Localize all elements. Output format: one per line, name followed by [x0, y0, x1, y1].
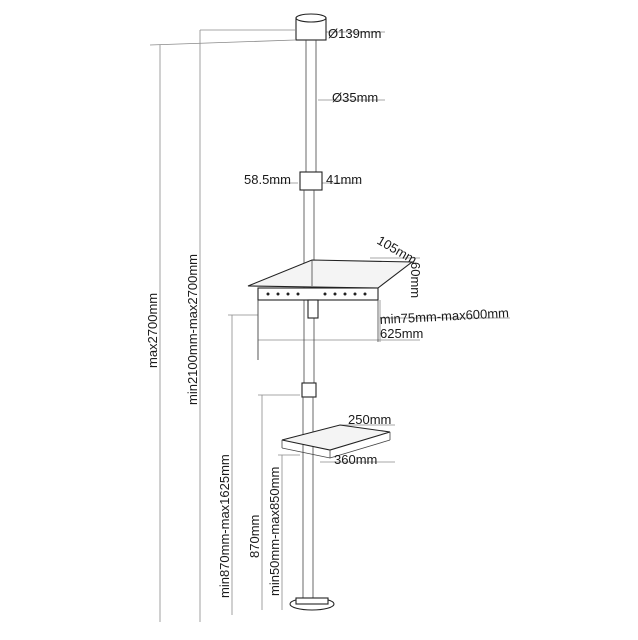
- bracket-width-label: 625mm: [380, 326, 423, 341]
- tray-height-label: 60mm: [408, 262, 423, 298]
- dimension-lines: [149, 29, 510, 622]
- mount-height-range-label: min870mm-max1625mm: [217, 454, 232, 598]
- upper-pole: [305, 40, 317, 172]
- shelf-depth-label: 250mm: [348, 412, 391, 427]
- ceiling-plate: [295, 13, 327, 41]
- shelf-width-label: 360mm: [334, 452, 377, 467]
- base-diameter-label: Ø139mm: [328, 26, 381, 41]
- tv-bracket: [247, 259, 414, 360]
- pole-clamp: [299, 171, 323, 191]
- shelf-height-range-label: min50mm-max850mm: [267, 467, 282, 596]
- vesa-range-label: min75mm-max600mm: [379, 305, 509, 327]
- bracket-holes: [266, 292, 367, 296]
- ceiling-range-label: min2100mm-max2700mm: [185, 254, 200, 405]
- pole-diameter-label: Ø35mm: [332, 90, 378, 105]
- clamp-left-label: 58.5mm: [244, 172, 291, 187]
- lower-pole: [302, 397, 314, 598]
- clamp-right-label: 41mm: [326, 172, 362, 187]
- mount-height-label: 870mm: [247, 515, 262, 558]
- total-height-label: max2700mm: [145, 293, 160, 368]
- av-shelf: [281, 424, 391, 459]
- floor-plate: [289, 597, 335, 611]
